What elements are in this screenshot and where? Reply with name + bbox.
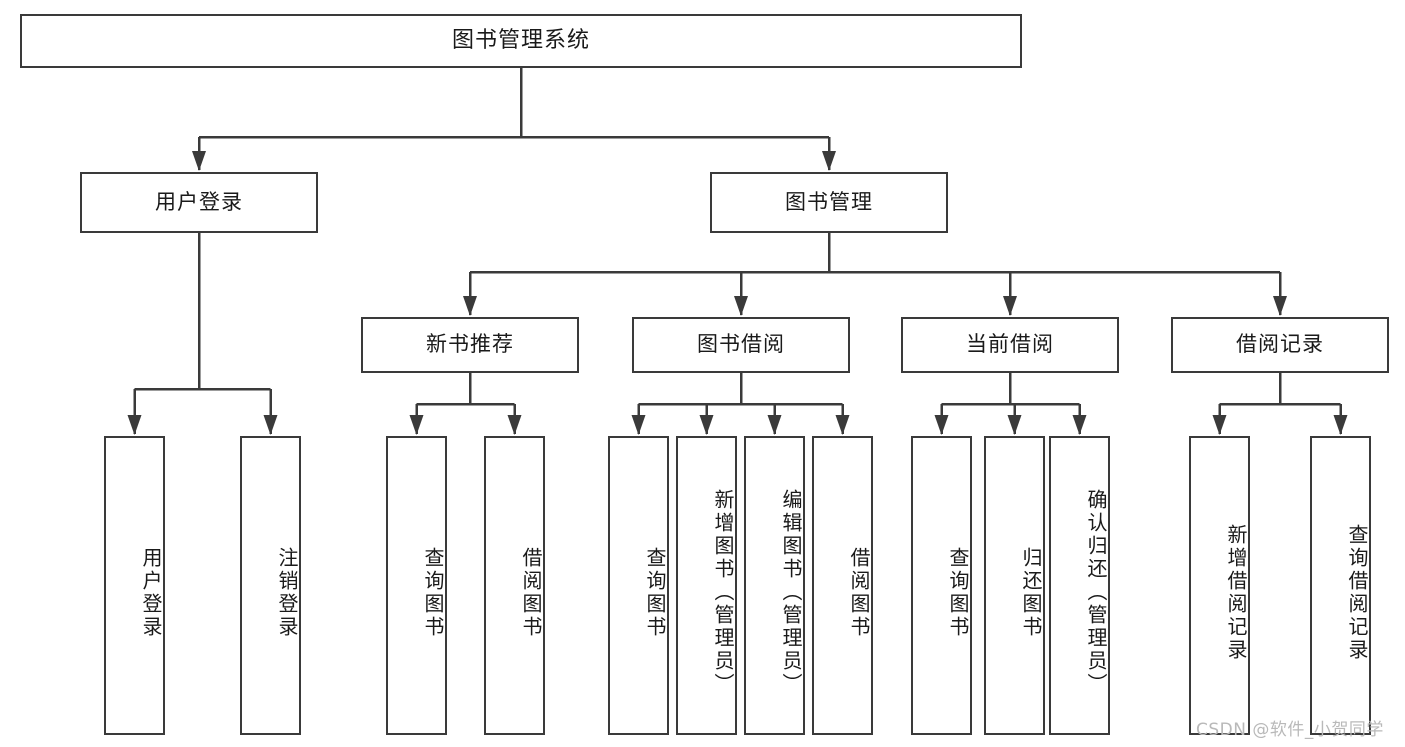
node-user-login[interactable]: 用户登录 — [80, 172, 318, 233]
node-new-book-recommend[interactable]: 新书推荐 — [361, 317, 579, 373]
node-leaf-user-login[interactable]: 用户登录 — [104, 436, 165, 735]
node-leaf-edit-book[interactable]: 编辑图书（管理员） — [744, 436, 805, 735]
node-label: 查询图书 — [643, 546, 667, 639]
node-label: 归还图书 — [1019, 546, 1043, 639]
node-label: 查询图书 — [946, 546, 970, 639]
node-label: 借阅图书 — [847, 546, 871, 639]
node-leaf-borrow-book-bb[interactable]: 借阅图书 — [812, 436, 873, 735]
node-label: 当前借阅 — [966, 332, 1054, 357]
node-root-title[interactable]: 图书管理系统 — [20, 14, 1022, 68]
node-label: 图书管理 — [785, 189, 873, 214]
node-borrow-record[interactable]: 借阅记录 — [1171, 317, 1389, 373]
node-leaf-return-book[interactable]: 归还图书 — [984, 436, 1045, 735]
node-leaf-add-book[interactable]: 新增图书（管理员） — [676, 436, 737, 735]
node-label: 新增图书（管理员） — [711, 489, 735, 696]
node-label: 注销登录 — [275, 546, 299, 639]
node-label: 编辑图书（管理员） — [779, 489, 803, 696]
node-leaf-query-book-bb[interactable]: 查询图书 — [608, 436, 669, 735]
node-book-manage[interactable]: 图书管理 — [710, 172, 948, 233]
node-label: 查询借阅记录 — [1345, 523, 1369, 662]
node-label: 新增借阅记录 — [1224, 523, 1248, 662]
node-label: 借阅图书 — [519, 546, 543, 639]
node-leaf-query-book-rec[interactable]: 查询图书 — [386, 436, 447, 735]
node-leaf-query-book-cb[interactable]: 查询图书 — [911, 436, 972, 735]
node-leaf-user-logout[interactable]: 注销登录 — [240, 436, 301, 735]
node-book-borrow[interactable]: 图书借阅 — [632, 317, 850, 373]
node-label: 新书推荐 — [426, 332, 514, 357]
node-current-borrow[interactable]: 当前借阅 — [901, 317, 1119, 373]
watermark-label: CSDN @软件_小贺同学 — [1196, 720, 1384, 740]
node-label: 用户登录 — [139, 546, 163, 639]
node-label: 图书管理系统 — [451, 27, 590, 53]
node-label: 借阅记录 — [1236, 332, 1324, 357]
node-leaf-borrow-book-rec[interactable]: 借阅图书 — [484, 436, 545, 735]
node-leaf-query-record[interactable]: 查询借阅记录 — [1310, 436, 1371, 735]
node-label: 确认归还（管理员） — [1084, 489, 1108, 696]
node-leaf-confirm-return[interactable]: 确认归还（管理员） — [1049, 436, 1110, 735]
node-leaf-add-record[interactable]: 新增借阅记录 — [1189, 436, 1250, 735]
node-label: 图书借阅 — [697, 332, 785, 357]
node-label: 查询图书 — [421, 546, 445, 639]
node-label: 用户登录 — [155, 189, 243, 214]
